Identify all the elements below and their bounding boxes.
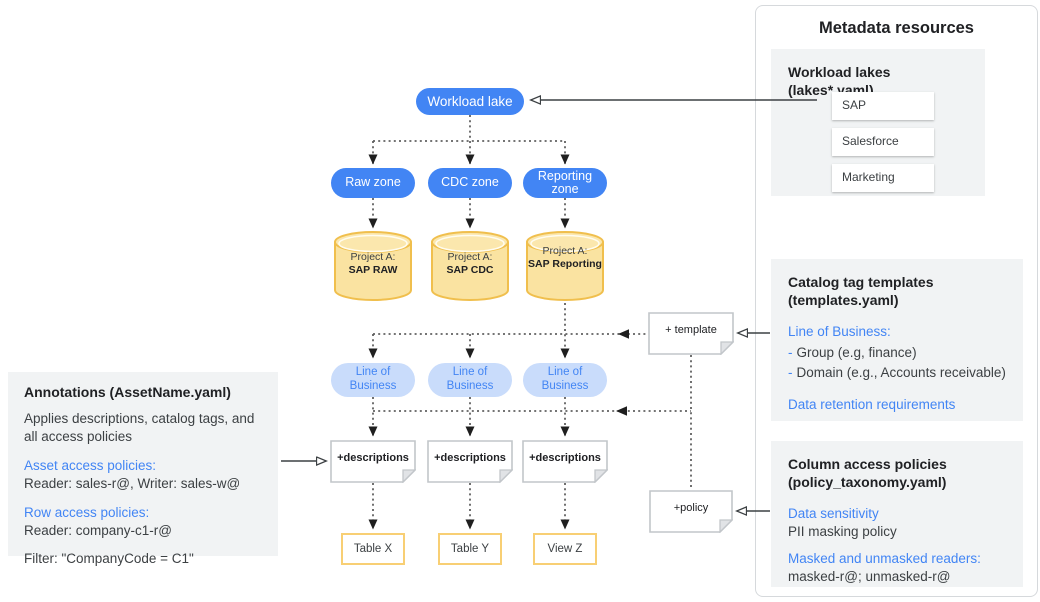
masked-readers-body: masked-r@; unmasked-r@ [788,569,951,585]
node-cdc-zone: CDC zone [428,168,512,198]
node-table-x: Table X [341,533,405,565]
database-sap-raw: Project A: SAP RAW [333,229,413,303]
masked-readers-subheading: Masked and unmasked readers: [788,551,981,567]
project-name: SAP CDC [446,264,494,277]
line-of-business-subheading: Line of Business: [788,324,891,340]
bullet-group: -Group (e.g, finance) [788,344,1006,362]
note-policy: +policy [649,490,733,533]
note-policy-label: +policy [673,502,709,515]
project-name: SAP Reporting [528,258,602,271]
lob-label: Line of Business [446,366,494,392]
project-label: Project A: [350,251,396,263]
catalog-tag-templates-section: Catalog tag templates (templates.yaml) L… [771,259,1023,421]
bullet-dash: - [788,365,793,381]
lake-card-marketing: Marketing [832,164,934,192]
metadata-resources-title: Metadata resources [819,19,974,37]
note-shape [330,440,416,483]
note-shape [648,312,734,355]
node-raw-zone: Raw zone [331,168,415,198]
note-shape [427,440,513,483]
column-policies-heading-line1: Column access policies [788,456,947,472]
catalog-heading-line1: Catalog tag templates [788,274,934,290]
row-access-heading: Row access policies: [24,504,150,520]
lob-label: Line of Business [349,366,397,392]
note-descriptions-3: +descriptions [522,440,608,483]
data-sensitivity-subheading: Data sensitivity [788,506,879,522]
mid-arrow-template-line [618,329,629,339]
table-y-label: Table Y [450,543,490,555]
workload-lakes-section: Workload lakes (lakes*.yaml) SAP Salesfo… [771,49,985,196]
node-raw-zone-label: Raw zone [345,175,401,190]
note-descriptions-1: +descriptions [330,440,416,483]
asset-access-body: Reader: sales-r@, Writer: sales-w@ [24,475,241,491]
column-policies-heading-line2: (policy_taxonomy.yaml) [788,474,947,491]
annotations-description: Applies descriptions, catalog tags, and … [24,411,255,445]
bullet-domain: -Domain (e.g., Accounts receivable) [788,364,1006,382]
node-line-of-business-3: Line of Business [523,363,607,397]
node-view-z: View Z [533,533,597,565]
data-retention-text: Data retention requirements [788,397,956,413]
note-descriptions-label: +descriptions [337,452,409,465]
asset-access-heading: Asset access policies: [24,458,157,474]
node-line-of-business-1: Line of Business [331,363,415,397]
cylinder-shape [526,231,604,301]
database-sap-cdc: Project A: SAP CDC [430,229,510,303]
lake-card-sap-label: SAP [842,98,867,113]
cylinder-shape [334,231,412,301]
note-descriptions-label: +descriptions [529,452,601,465]
node-workload-lake-label: Workload lake [427,94,513,109]
node-table-y: Table Y [438,533,502,565]
bullet-dash: - [788,344,793,360]
bullet-domain-text: Domain (e.g., Accounts receivable) [796,365,1006,381]
pii-masking-text: PII masking policy [788,523,897,539]
node-reporting-zone-label: Reporting zone [537,168,593,196]
workload-lakes-heading: Workload lakes (lakes*.yaml) [788,64,891,99]
note-template: + template [648,312,734,355]
view-z-label: View Z [547,543,583,555]
bullet-group-text: Group (e.g, finance) [796,344,917,360]
lake-card-salesforce: Salesforce [832,128,934,156]
project-label: Project A: [447,251,493,263]
column-access-policies-section: Column access policies (policy_taxonomy.… [771,441,1023,587]
database-sap-reporting: Project A: SAP Reporting [525,229,605,303]
node-workload-lake: Workload lake [416,88,524,115]
note-descriptions-label: +descriptions [434,452,506,465]
annotations-panel-title: Annotations (AssetName.yaml) [24,384,231,400]
note-shape [522,440,608,483]
project-name: SAP RAW [348,264,398,277]
cylinder-shape [431,231,509,301]
note-descriptions-2: +descriptions [427,440,513,483]
node-reporting-zone: Reporting zone [523,168,607,198]
table-x-label: Table X [353,543,393,555]
row-access-body: Reader: company-c1-r@ [24,522,173,538]
note-template-label: + template [665,324,717,337]
catalog-heading-line2: (templates.yaml) [788,292,899,309]
metadata-resources-panel: Metadata resources Workload lakes (lakes… [755,5,1038,597]
annotations-panel: Annotations (AssetName.yaml) Applies des… [8,372,278,566]
lob-label: Line of Business [541,366,589,392]
lake-card-marketing-label: Marketing [842,170,895,185]
mid-arrow-policy-line [616,406,627,416]
lake-card-salesforce-label: Salesforce [842,134,899,149]
filter-line: Filter: "CompanyCode = C1" [24,551,194,567]
node-cdc-zone-label: CDC zone [441,175,499,190]
note-shape [649,490,733,533]
project-label: Project A: [542,245,588,257]
lake-card-sap: SAP [832,92,934,120]
node-line-of-business-2: Line of Business [428,363,512,397]
